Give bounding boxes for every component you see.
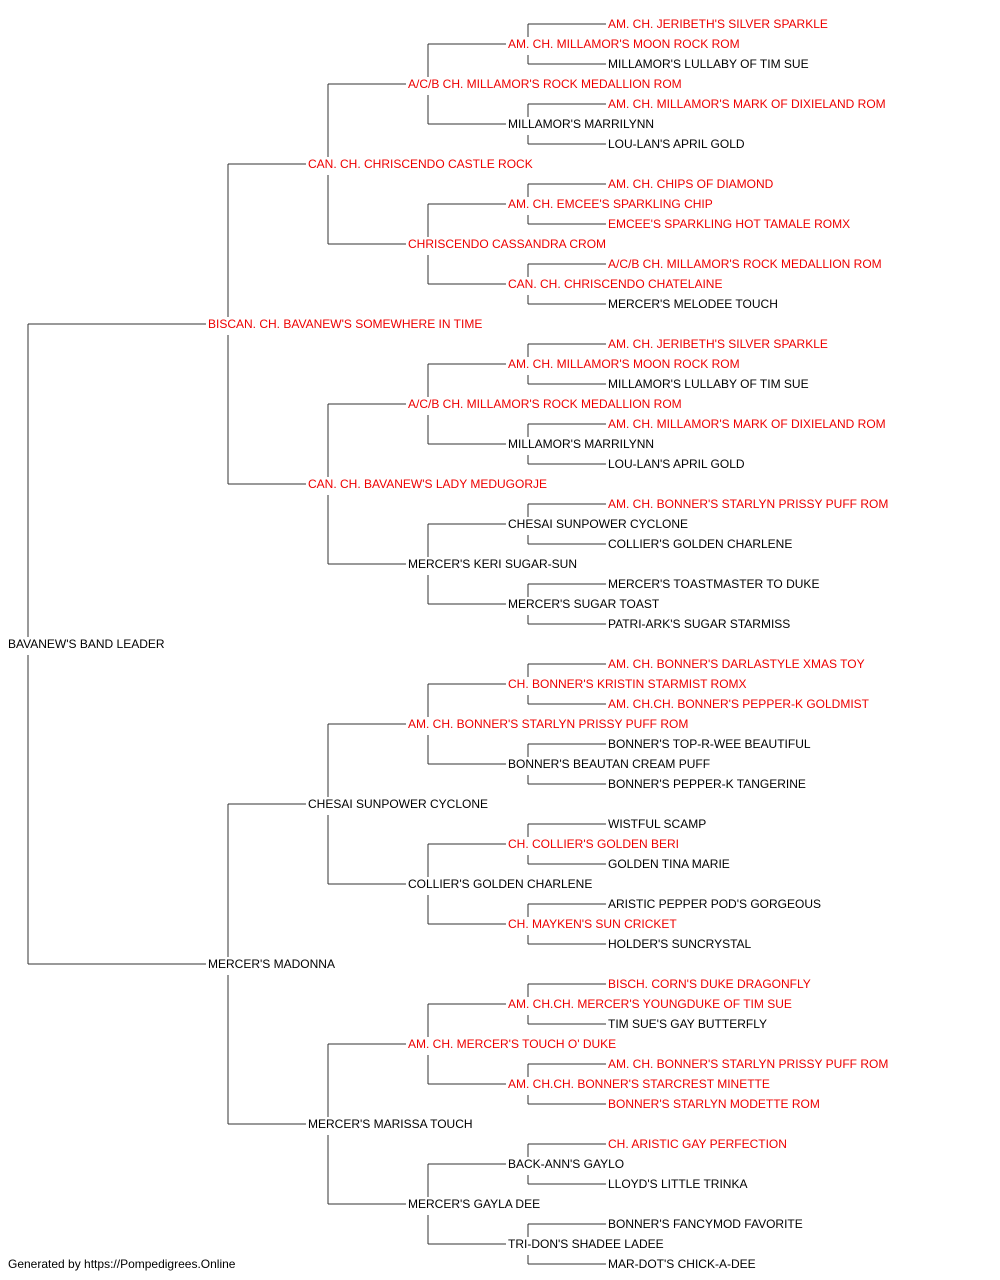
dog-name-pedigree.dam.dam.dam.dam.dam: MAR-DOT'S CHICK-A-DEE <box>608 1257 756 1271</box>
dog-name-pedigree.dam.sire.sire.dam: BONNER'S BEAUTAN CREAM PUFF <box>508 757 710 771</box>
dog-name-pedigree.dam.dam.dam: MERCER'S GAYLA DEE <box>408 1197 540 1211</box>
dog-name-pedigree.sire.sire.sire: A/C/B CH. MILLAMOR'S ROCK MEDALLION ROM <box>408 77 682 91</box>
dog-name-pedigree.dam.dam.sire.dam: AM. CH.CH. BONNER'S STARCREST MINETTE <box>508 1077 770 1091</box>
dog-name-pedigree.sire.sire.dam.dam.dam: MERCER'S MELODEE TOUCH <box>608 297 778 311</box>
dog-name-pedigree.sire.dam.dam.dam.dam: PATRI-ARK'S SUGAR STARMISS <box>608 617 790 631</box>
dog-name-pedigree.dam.dam.dam.sire.dam: LLOYD'S LITTLE TRINKA <box>608 1177 747 1191</box>
dog-name-pedigree.dam.dam.dam.dam: TRI-DON'S SHADEE LADEE <box>508 1237 664 1251</box>
dog-name-pedigree.dam.dam.dam.sire: BACK-ANN'S GAYLO <box>508 1157 624 1171</box>
dog-name-pedigree.sire.dam.dam.sire.sire: AM. CH. BONNER'S STARLYN PRISSY PUFF ROM <box>608 497 888 511</box>
dog-name-pedigree.sire.sire.dam.sire: AM. CH. EMCEE'S SPARKLING CHIP <box>508 197 713 211</box>
dog-name-pedigree.dam.dam.sire: AM. CH. MERCER'S TOUCH O' DUKE <box>408 1037 616 1051</box>
generated-by-footer: Generated by https://Pompedigrees.Online <box>8 1257 236 1271</box>
dog-name-pedigree.sire.sire.dam.dam.sire: A/C/B CH. MILLAMOR'S ROCK MEDALLION ROM <box>608 257 882 271</box>
dog-name-pedigree.sire.sire.dam.sire.dam: EMCEE'S SPARKLING HOT TAMALE ROMX <box>608 217 850 231</box>
dog-name-pedigree.sire.dam.sire.dam: MILLAMOR'S MARRILYNN <box>508 437 654 451</box>
dog-name-pedigree.sire.dam.sire.dam.dam: LOU-LAN'S APRIL GOLD <box>608 457 745 471</box>
dog-name-pedigree.sire.dam.dam.dam.sire: MERCER'S TOASTMASTER TO DUKE <box>608 577 819 591</box>
dog-name-pedigree.dam.sire.sire.dam.sire: BONNER'S TOP-R-WEE BEAUTIFUL <box>608 737 811 751</box>
dog-name-pedigree.dam: MERCER'S MADONNA <box>208 957 335 971</box>
dog-name-pedigree.dam.dam: MERCER'S MARISSA TOUCH <box>308 1117 473 1131</box>
dog-name-pedigree.sire.dam: CAN. CH. BAVANEW'S LADY MEDUGORJE <box>308 477 547 491</box>
dog-name-pedigree.sire.dam.dam.sire.dam: COLLIER'S GOLDEN CHARLENE <box>608 537 792 551</box>
dog-name-pedigree.dam.sire.dam.sire.dam: GOLDEN TINA MARIE <box>608 857 730 871</box>
dog-name-pedigree.sire.sire: CAN. CH. CHRISCENDO CASTLE ROCK <box>308 157 533 171</box>
dog-name-pedigree.sire.dam.dam.sire: CHESAI SUNPOWER CYCLONE <box>508 517 688 531</box>
dog-name-pedigree.dam.dam.sire.sire.sire: BISCH. CORN'S DUKE DRAGONFLY <box>608 977 811 991</box>
dog-name-pedigree.sire.sire.sire.dam.dam: LOU-LAN'S APRIL GOLD <box>608 137 745 151</box>
dog-name-pedigree.dam.dam.sire.sire.dam: TIM SUE'S GAY BUTTERFLY <box>608 1017 767 1031</box>
dog-name-pedigree.sire.dam.sire.dam.sire: AM. CH. MILLAMOR'S MARK OF DIXIELAND ROM <box>608 417 886 431</box>
dog-name-pedigree.sire.dam.sire: A/C/B CH. MILLAMOR'S ROCK MEDALLION ROM <box>408 397 682 411</box>
dog-name-pedigree.dam.sire.dam.dam: CH. MAYKEN'S SUN CRICKET <box>508 917 677 931</box>
dog-name-pedigree.sire.sire.sire.sire.dam: MILLAMOR'S LULLABY OF TIM SUE <box>608 57 809 71</box>
dog-name-pedigree.dam.dam.dam.sire.sire: CH. ARISTIC GAY PERFECTION <box>608 1137 787 1151</box>
dog-name-pedigree.dam.sire.sire.sire: CH. BONNER'S KRISTIN STARMIST ROMX <box>508 677 747 691</box>
dog-name-pedigree.dam.dam.sire.dam.sire: AM. CH. BONNER'S STARLYN PRISSY PUFF ROM <box>608 1057 888 1071</box>
dog-name-pedigree.sire.dam.sire.sire.dam: MILLAMOR'S LULLABY OF TIM SUE <box>608 377 809 391</box>
dog-name-pedigree: BAVANEW'S BAND LEADER <box>8 637 165 651</box>
dog-name-pedigree.sire.sire.sire.sire: AM. CH. MILLAMOR'S MOON ROCK ROM <box>508 37 740 51</box>
dog-name-pedigree.sire.sire.sire.dam.sire: AM. CH. MILLAMOR'S MARK OF DIXIELAND ROM <box>608 97 886 111</box>
dog-name-pedigree.dam.dam.dam.dam.sire: BONNER'S FANCYMOD FAVORITE <box>608 1217 803 1231</box>
dog-name-pedigree.sire.sire.dam.dam: CAN. CH. CHRISCENDO CHATELAINE <box>508 277 722 291</box>
dog-name-pedigree.sire.sire.sire.sire.sire: AM. CH. JERIBETH'S SILVER SPARKLE <box>608 17 828 31</box>
dog-name-pedigree.dam.sire.dam.sire: CH. COLLIER'S GOLDEN BERI <box>508 837 679 851</box>
dog-name-pedigree.sire.dam.dam: MERCER'S KERI SUGAR-SUN <box>408 557 577 571</box>
dog-name-pedigree.sire.dam.dam.dam: MERCER'S SUGAR TOAST <box>508 597 660 611</box>
dog-name-pedigree.dam.dam.sire.dam.dam: BONNER'S STARLYN MODETTE ROM <box>608 1097 820 1111</box>
dog-name-pedigree.dam.sire.sire: AM. CH. BONNER'S STARLYN PRISSY PUFF ROM <box>408 717 688 731</box>
dog-name-pedigree.dam.sire.dam: COLLIER'S GOLDEN CHARLENE <box>408 877 592 891</box>
dog-name-pedigree.dam.sire.dam.dam.dam: HOLDER'S SUNCRYSTAL <box>608 937 752 951</box>
dog-name-pedigree.dam.sire.sire.sire.sire: AM. CH. BONNER'S DARLASTYLE XMAS TOY <box>608 657 865 671</box>
dog-name-pedigree.sire.dam.sire.sire: AM. CH. MILLAMOR'S MOON ROCK ROM <box>508 357 740 371</box>
dog-name-pedigree.dam.sire.sire.dam.dam: BONNER'S PEPPER-K TANGERINE <box>608 777 806 791</box>
dog-name-pedigree.dam.sire.sire.sire.dam: AM. CH.CH. BONNER'S PEPPER-K GOLDMIST <box>608 697 870 711</box>
dog-name-pedigree.dam.sire.dam.dam.sire: ARISTIC PEPPER POD'S GORGEOUS <box>608 897 821 911</box>
dog-name-pedigree.sire.sire.sire.dam: MILLAMOR'S MARRILYNN <box>508 117 654 131</box>
dog-name-pedigree.sire: BISCAN. CH. BAVANEW'S SOMEWHERE IN TIME <box>208 317 482 331</box>
dog-name-pedigree.dam.dam.sire.sire: AM. CH.CH. MERCER'S YOUNGDUKE OF TIM SUE <box>508 997 792 1011</box>
dog-name-pedigree.dam.sire: CHESAI SUNPOWER CYCLONE <box>308 797 488 811</box>
dog-name-pedigree.sire.sire.dam: CHRISCENDO CASSANDRA CROM <box>408 237 606 251</box>
dog-name-pedigree.sire.dam.sire.sire.sire: AM. CH. JERIBETH'S SILVER SPARKLE <box>608 337 828 351</box>
dog-name-pedigree.sire.sire.dam.sire.sire: AM. CH. CHIPS OF DIAMOND <box>608 177 774 191</box>
dog-name-pedigree.dam.sire.dam.sire.sire: WISTFUL SCAMP <box>608 817 706 831</box>
